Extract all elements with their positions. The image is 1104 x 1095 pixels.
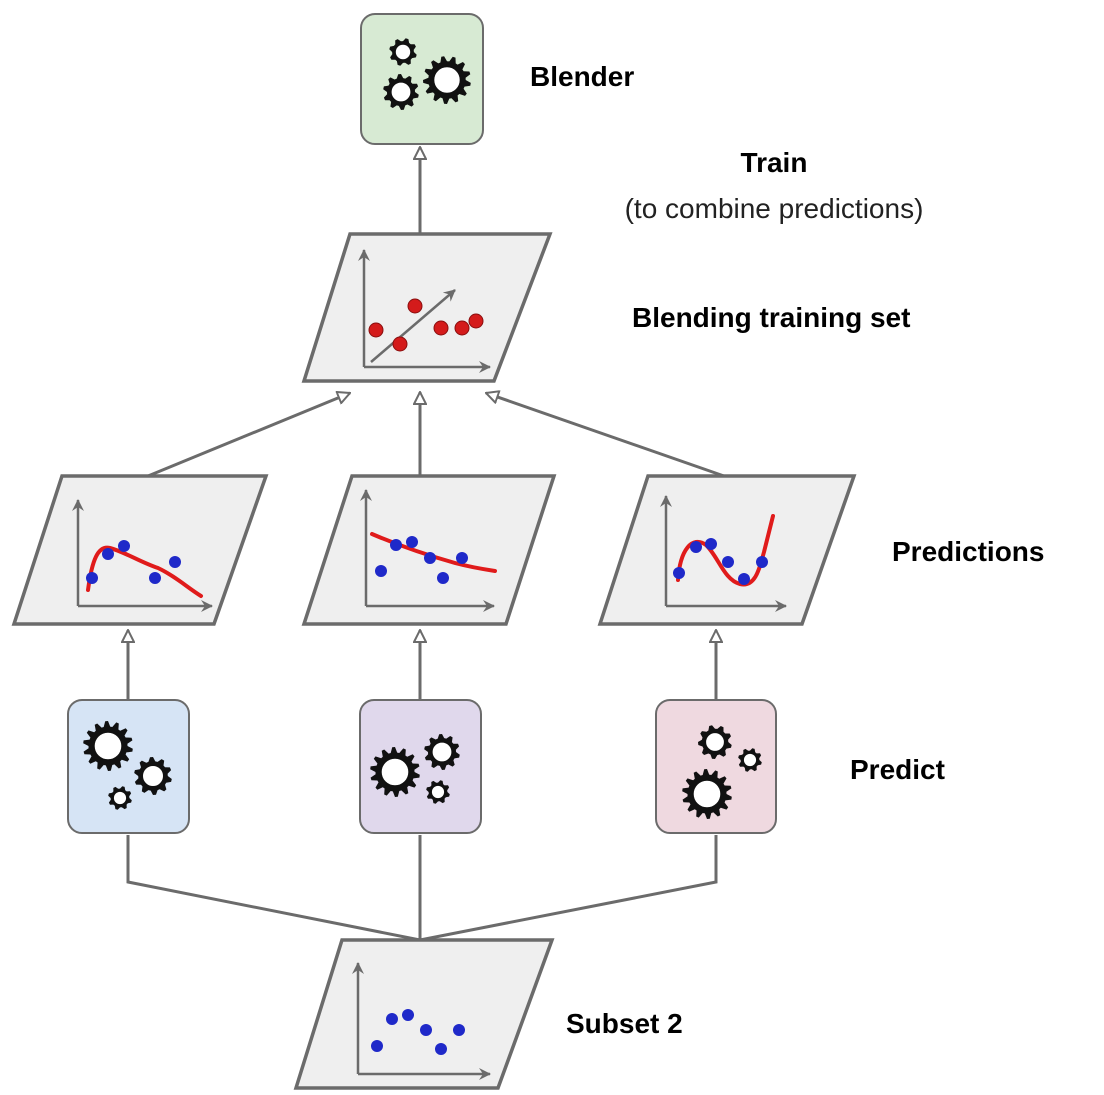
predictions-1-parallelogram (11, 474, 269, 626)
data-point (437, 572, 449, 584)
data-point (390, 539, 402, 551)
data-point (149, 572, 161, 584)
blending-point (407, 298, 423, 314)
arrow-predictions-1-to-blending-set (147, 393, 350, 478)
data-point (406, 536, 418, 548)
gear-hole (380, 757, 410, 787)
arrow-predictions-3-to-blending-set (486, 393, 725, 478)
connectors (126, 147, 725, 942)
data-point (738, 573, 750, 585)
data-point (673, 567, 685, 579)
data-point (453, 1024, 465, 1036)
predictor-2-box (359, 699, 482, 834)
data-point (118, 540, 130, 552)
gear-hole (692, 779, 722, 809)
data-point (386, 1013, 398, 1025)
data-point (86, 572, 98, 584)
subset-panel (293, 938, 555, 1090)
data-point (756, 556, 768, 568)
blending-point (433, 320, 449, 336)
data-point (402, 1009, 414, 1021)
predictions-3-parallelogram (597, 474, 857, 626)
blending-set-parallelogram (301, 232, 553, 383)
gear-hole (390, 81, 412, 103)
gear-hole (742, 752, 758, 768)
connector-subset-to-predictor-3 (419, 835, 718, 942)
blender-label: Blender (530, 61, 634, 92)
predictor-1-box (67, 699, 190, 834)
gear-hole (394, 43, 412, 61)
gears-icon (383, 38, 471, 110)
blending-training-set-panel (301, 232, 553, 383)
gears-icon (682, 725, 762, 819)
gear-hole (112, 790, 128, 806)
predictor-3 (655, 699, 777, 834)
gear-hole (93, 731, 123, 761)
data-point (169, 556, 181, 568)
connector-subset-to-predictor-1 (126, 835, 421, 942)
subset-parallelogram (293, 938, 555, 1090)
data-point (375, 565, 387, 577)
gear-hole (142, 765, 164, 787)
blending-set-diagonal-arrow (370, 289, 456, 363)
blending-point (392, 336, 408, 352)
blending-point (454, 320, 470, 336)
data-point (102, 548, 114, 560)
blending-point (468, 313, 484, 329)
data-point (690, 541, 702, 553)
subset-label: Subset 2 (566, 1008, 683, 1039)
predict-label: Predict (850, 754, 945, 785)
predictions-2-parallelogram (301, 474, 557, 626)
train-note-label: (to combine predictions) (625, 193, 924, 224)
data-point (456, 552, 468, 564)
blending-training-set-label: Blending training set (632, 302, 910, 333)
data-point (722, 556, 734, 568)
gears-icon (370, 734, 460, 804)
gear-hole (431, 741, 453, 763)
predictions-panel-3 (597, 474, 857, 626)
blender-node (360, 13, 484, 145)
predictions-panel-1 (11, 474, 269, 626)
data-point (424, 552, 436, 564)
blending-point (368, 322, 384, 338)
gear-hole (430, 784, 446, 800)
predictions-label: Predictions (892, 536, 1044, 567)
train-label: Train (741, 147, 808, 178)
predictor-1 (67, 699, 190, 834)
gear-hole (433, 66, 461, 94)
predictor-2 (359, 699, 482, 834)
data-point (420, 1024, 432, 1036)
data-point (435, 1043, 447, 1055)
predictions-panel-2 (301, 474, 557, 626)
data-point (371, 1040, 383, 1052)
gears-icon (83, 721, 172, 810)
prediction-curve-1 (86, 545, 203, 598)
gear-hole (705, 732, 725, 752)
data-point (705, 538, 717, 550)
